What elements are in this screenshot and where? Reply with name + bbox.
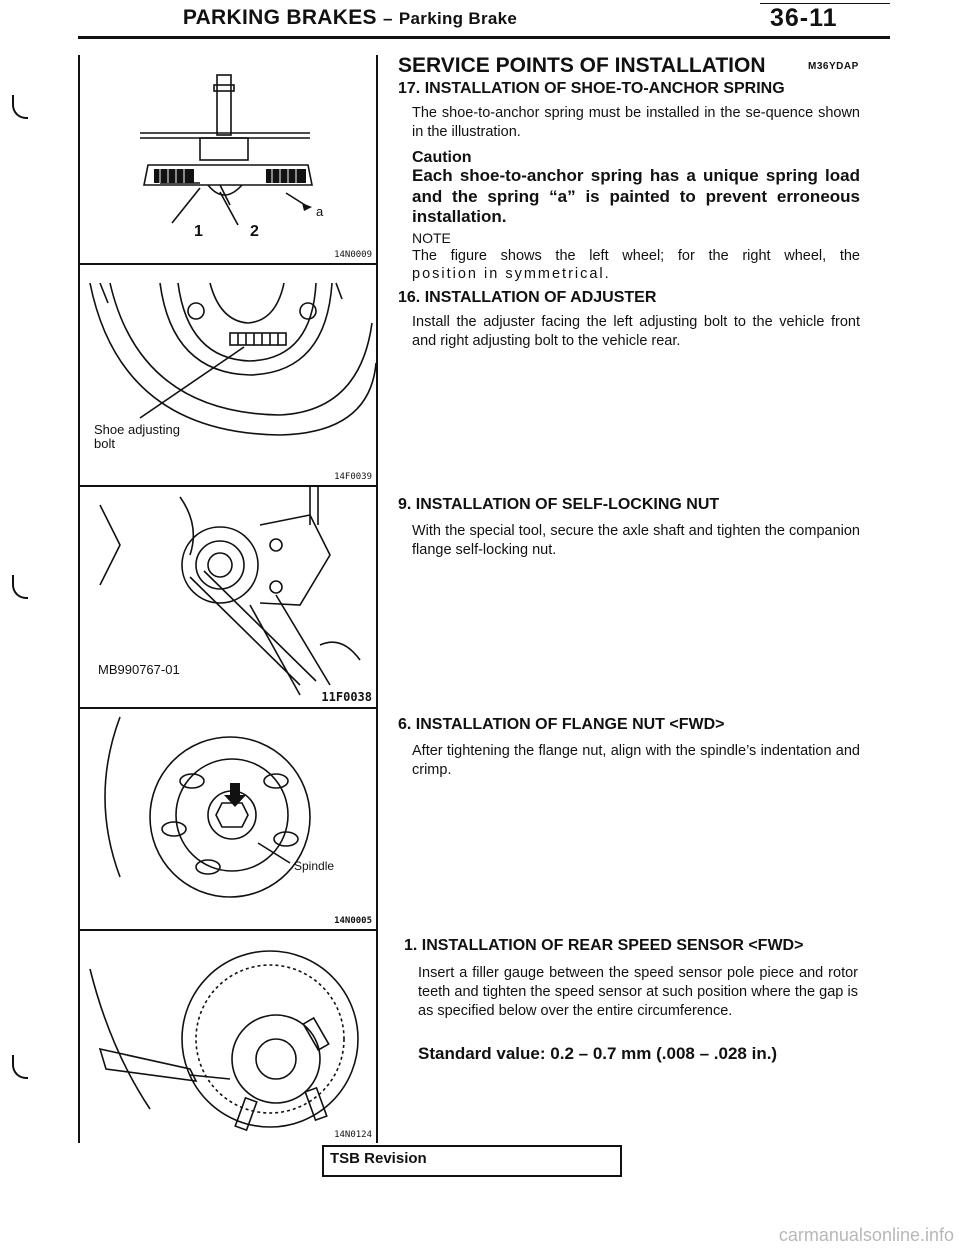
page-header-title: PARKING BRAKES – Parking Brake (0, 6, 700, 30)
speed-sensor-drawing (89, 950, 359, 1132)
spring-assembly-drawing (140, 74, 313, 226)
figure-speed-sensor: 14N0124 (80, 929, 376, 1143)
service-points-title: SERVICE POINTS OF INSTALLATION (398, 54, 766, 77)
caution-line-2: and the spring “a” is painted to prevent… (412, 187, 860, 206)
header-top-rule (760, 3, 890, 4)
callout-2: 2 (250, 223, 259, 240)
binder-mark (12, 575, 28, 599)
section-6-fwd-tag: <FWD> (669, 716, 725, 733)
section-16-body: Install the adjuster facing the left adj… (412, 314, 860, 349)
title-code: M36YDAP (808, 61, 859, 72)
figure-shoe-adjusting-bolt: Shoe adjusting bolt 14F0039 (80, 263, 376, 487)
figure-code: 11F0038 (321, 690, 372, 704)
callout-1: 1 (194, 223, 203, 240)
caution-line-3: installation. (412, 207, 507, 226)
section-6-heading-text: 6. INSTALLATION OF FLANGE NUT (398, 716, 670, 733)
label-bolt: bolt (94, 436, 115, 451)
figure-column: 1 2 a 14N0009 Shoe adjus (78, 55, 378, 1143)
section-16-heading: 16. INSTALLATION OF ADJUSTER (398, 289, 657, 306)
label-tool-number: MB990767-01 (98, 662, 180, 677)
caution-line-1: Each shoe-to-anchor spring has a unique … (412, 166, 860, 185)
figure-special-tool: MB990767-01 11F0038 (80, 485, 376, 709)
special-tool-drawing (99, 485, 361, 696)
section-1-fwd-tag: <FWD> (748, 937, 804, 954)
section-name: PARKING BRAKES (182, 6, 377, 29)
figure-spindle: Spindle 14N0005 (80, 707, 376, 931)
section-17-heading: 17. INSTALLATION OF SHOE-TO-ANCHOR SPRIN… (398, 80, 785, 97)
section-17-body: The shoe-to-anchor spring must be instal… (412, 105, 860, 140)
binder-mark (12, 1055, 28, 1079)
section-1-heading-text: 1. INSTALLATION OF REAR SPEED SENSOR (404, 937, 749, 954)
section-9-heading: 9. INSTALLATION OF SELF-LOCKING NUT (398, 496, 720, 513)
label-spindle: Spindle (294, 859, 335, 873)
header-rule (78, 36, 890, 39)
section-1-heading: 1. INSTALLATION OF REAR SPEED SENSOR <FW… (404, 937, 803, 955)
figure-spring-assembly: 1 2 a 14N0009 (80, 55, 376, 265)
section-1-body: Insert a filler gauge between the speed … (418, 965, 858, 1019)
label-shoe-adjusting: Shoe adjusting (94, 422, 181, 437)
drum-brake-drawing (89, 282, 376, 436)
watermark-text: carmanualsonline.info (778, 1225, 954, 1245)
note-label: NOTE (412, 230, 451, 246)
note-line-1: The figure shows the left wheel; for the… (412, 248, 860, 264)
figure-code: 14N0009 (334, 250, 372, 260)
standard-value: Standard value: 0.2 – 0.7 mm (.008 – .02… (418, 1044, 777, 1064)
figure-code: 14N0005 (334, 916, 372, 926)
callout-a: a (316, 204, 324, 219)
subsection-name: Parking Brake (398, 9, 518, 28)
spindle-drawing (104, 716, 311, 898)
section-9-body: With the special tool, secure the axle s… (412, 523, 860, 558)
standard-value-metric: 0.2 – 0.7 mm (550, 1044, 652, 1063)
tsb-revision-box (322, 1145, 622, 1177)
page-number: 36-11 (770, 4, 838, 32)
figure-code: 14F0039 (334, 472, 372, 482)
header-dash: – (382, 9, 393, 28)
binder-mark (12, 95, 28, 119)
standard-value-imperial: (.008 – .028 in.) (656, 1044, 778, 1063)
section-6-heading: 6. INSTALLATION OF FLANGE NUT <FWD> (398, 716, 725, 734)
figure-code: 14N0124 (334, 1130, 372, 1140)
tsb-revision-label: TSB Revision (330, 1150, 427, 1167)
section-6-body: After tightening the flange nut, align w… (412, 743, 860, 778)
caution-title: Caution (412, 149, 472, 166)
note-line-2: position in symmetrical. (412, 266, 611, 282)
standard-value-label: Standard value: (418, 1044, 546, 1063)
